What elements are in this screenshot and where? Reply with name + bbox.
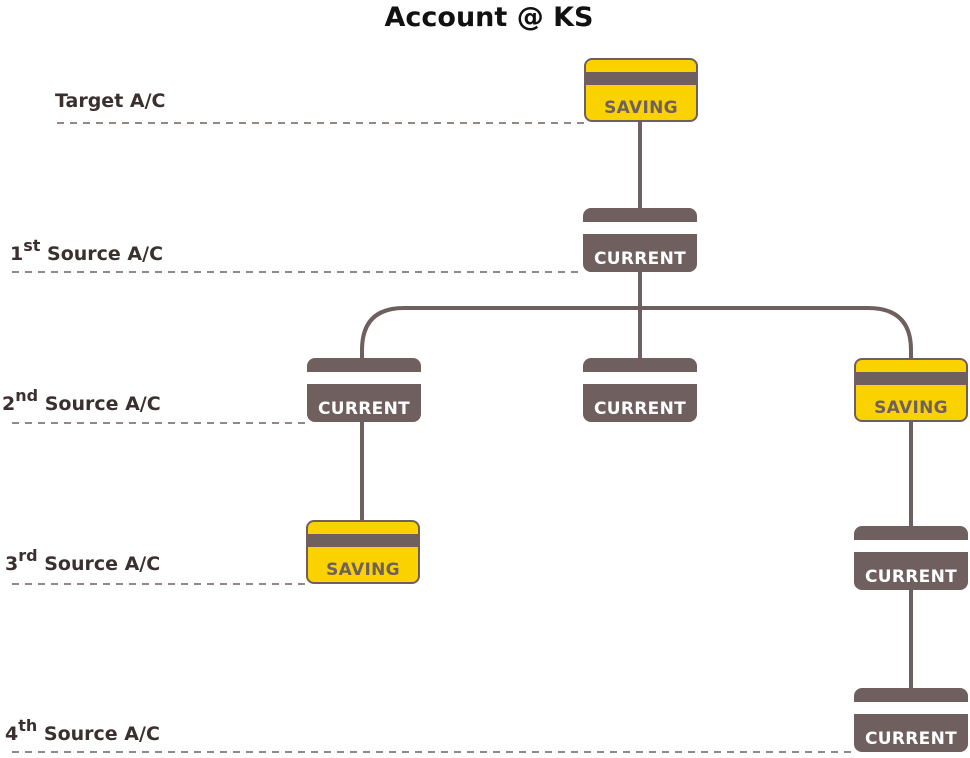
account-type-label: CURRENT: [594, 249, 686, 269]
card-stripe: [583, 222, 697, 234]
account-card-2nd-source-right[interactable]: SAVING: [854, 358, 968, 422]
account-card-3rd-source-left[interactable]: SAVING: [306, 520, 420, 584]
account-type-label: SAVING: [604, 98, 678, 118]
level-ordinal: 4: [5, 723, 19, 745]
level-text: Target A/C: [55, 90, 166, 112]
card-stripe: [856, 372, 966, 385]
card-stripe: [583, 372, 697, 384]
level-ordinal: 3: [5, 553, 19, 575]
link-s1-branches: [360, 306, 913, 360]
level-label-3rd: 3rd Source A/C: [5, 548, 161, 576]
level-ordinal: 2: [2, 393, 16, 415]
account-type-label: CURRENT: [865, 567, 957, 587]
level-text: Source A/C: [47, 243, 164, 265]
level-text: Source A/C: [43, 723, 160, 745]
account-card-3rd-source-right[interactable]: CURRENT: [854, 526, 968, 590]
level-label-target: Target A/C: [55, 90, 165, 112]
account-type-label: SAVING: [874, 398, 948, 418]
account-type-label: CURRENT: [594, 399, 686, 419]
account-type-label: CURRENT: [318, 399, 410, 419]
level-text: Source A/C: [44, 393, 161, 415]
account-card-2nd-source-left[interactable]: CURRENT: [307, 358, 421, 422]
level-label-2nd: 2nd Source A/C: [2, 388, 161, 416]
card-stripe: [308, 534, 418, 547]
card-stripe: [854, 540, 968, 552]
card-stripe: [854, 702, 968, 714]
level-ordinal: 1: [10, 243, 24, 265]
level-suffix: rd: [18, 546, 38, 565]
level-text: Source A/C: [44, 553, 161, 575]
card-stripe: [586, 72, 696, 85]
account-card-4th-source[interactable]: CURRENT: [854, 688, 968, 752]
account-type-label: SAVING: [326, 560, 400, 580]
level-suffix: th: [18, 716, 38, 735]
account-card-2nd-source-middle[interactable]: CURRENT: [583, 358, 697, 422]
account-type-label: CURRENT: [865, 729, 957, 749]
diagram-title: Account @ KS: [384, 2, 594, 33]
level-suffix: nd: [15, 386, 39, 405]
level-label-1st: 1st Source A/C: [10, 238, 164, 266]
account-card-1st-source[interactable]: CURRENT: [583, 208, 697, 272]
card-stripe: [307, 372, 421, 384]
level-label-4th: 4th Source A/C: [5, 718, 160, 746]
account-card-target[interactable]: SAVING: [584, 58, 698, 122]
level-suffix: st: [23, 236, 41, 255]
